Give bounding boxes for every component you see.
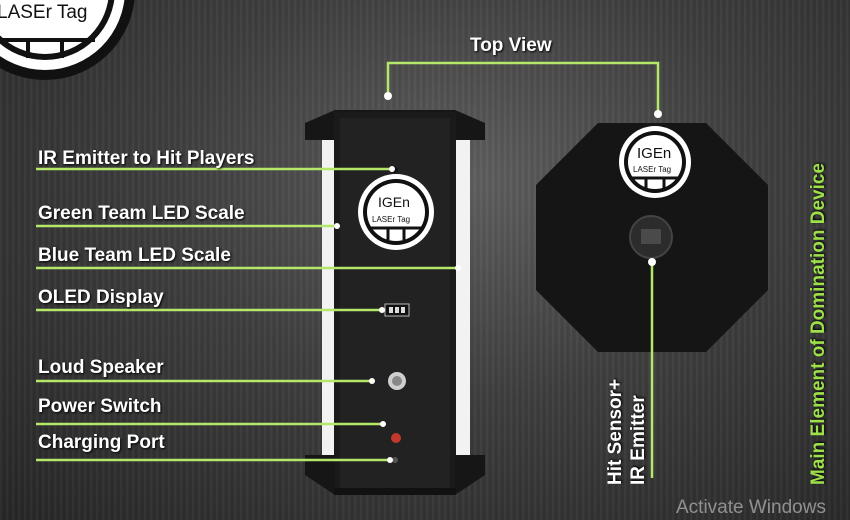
speaker-label: Loud Speaker bbox=[38, 357, 164, 378]
main-element-title: Main Element of Domination Device bbox=[808, 163, 829, 485]
top-logo-line1: IGEn bbox=[637, 145, 671, 162]
device-front: IGEn LASEr Tag bbox=[305, 110, 485, 495]
top-logo-line2: LASEr Tag bbox=[633, 165, 671, 174]
power-switch-label: Power Switch bbox=[38, 396, 162, 417]
corner-logo: LASEr Tag bbox=[0, 0, 135, 80]
blue-led-label: Blue Team LED Scale bbox=[38, 245, 231, 266]
front-logo-line1: IGEn bbox=[378, 194, 410, 210]
oled-label: OLED Display bbox=[38, 287, 164, 308]
charging-port-label: Charging Port bbox=[38, 432, 165, 453]
green-led-label: Green Team LED Scale bbox=[38, 203, 245, 224]
top-view-octagon: IGEn LASEr Tag bbox=[536, 123, 768, 352]
hit-sensor-label-line1: Hit Sensor+ bbox=[605, 378, 626, 485]
ir-emitter-label: IR Emitter to Hit Players bbox=[38, 148, 255, 169]
hit-sensor-label-line2: IR Emitter bbox=[628, 395, 649, 485]
callout-lines bbox=[36, 61, 660, 478]
top-view-label: Top View bbox=[470, 35, 552, 56]
corner-logo-text: LASEr Tag bbox=[0, 2, 87, 23]
callout-dots bbox=[334, 92, 662, 463]
front-logo-line2: LASEr Tag bbox=[372, 215, 410, 224]
activate-windows-watermark: Activate Windows bbox=[676, 497, 826, 518]
